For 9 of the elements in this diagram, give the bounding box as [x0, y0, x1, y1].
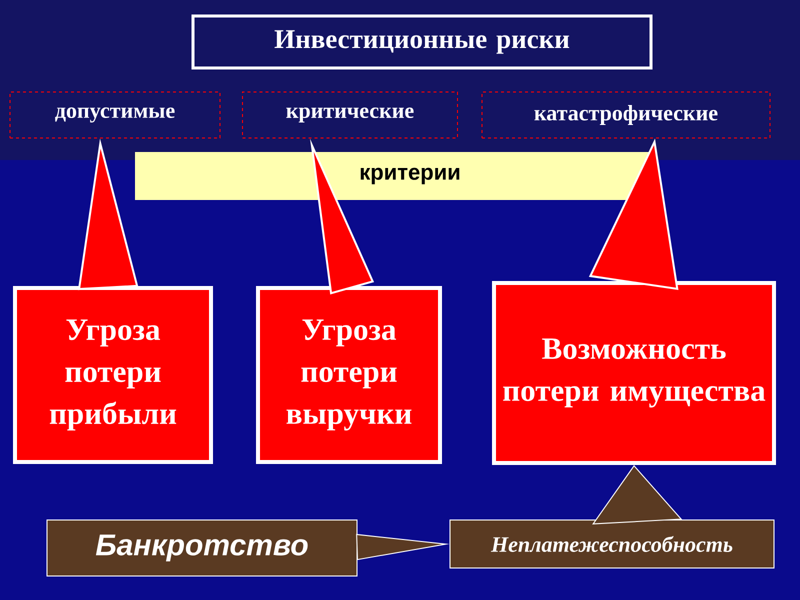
category-box: критические — [242, 92, 458, 138]
category-box: катастрофические — [482, 92, 770, 138]
risk-box: Возможность потери имущества — [492, 281, 776, 465]
title-box: Инвестиционные риски — [192, 14, 652, 70]
category-box: допустимые — [10, 92, 220, 138]
risk-box: Угроза потери выручки — [256, 286, 442, 464]
callout-box: Банкротство — [46, 520, 358, 576]
criteria-band: критерии — [135, 152, 655, 200]
risk-box: Угроза потери прибыли — [13, 286, 213, 464]
